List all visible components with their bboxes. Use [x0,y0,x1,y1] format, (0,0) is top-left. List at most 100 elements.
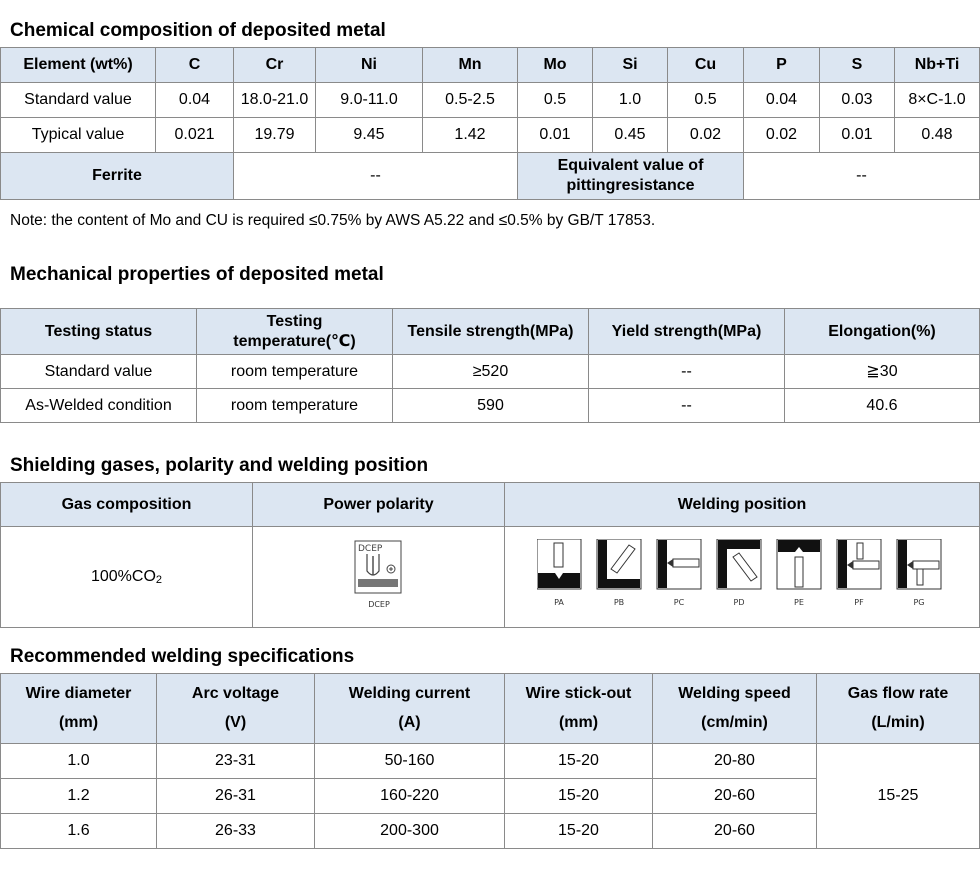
table-cell: 9.0-11.0 [315,82,423,118]
table-row: Standard value 0.04 18.0-21.0 9.0-11.0 0… [0,82,980,118]
spec-header-line: (mm) [58,713,99,731]
table-cell: 1.6 [0,813,157,849]
gas-flow-rate-value: 15-25 [816,743,980,849]
mech-header-line: Testing [266,312,323,330]
table-cell: 200-300 [314,813,505,849]
table-cell: ≧30 [784,354,980,389]
spec-header-cell: Arc voltage(V) [156,673,315,744]
spec-header-line: Welding current [348,684,471,702]
chem-header-cell: Nb+Ti [894,47,980,83]
mech-header-cell: Elongation(%) [784,308,980,355]
position-label: PE [794,598,804,607]
row-label: As-Welded condition [0,388,197,423]
table-cell: 1.0 [0,743,157,779]
position-pd-icon: PD [716,539,762,607]
chem-header-row: Element (wt%) C Cr Ni Mn Mo Si Cu P S Nb… [0,47,980,83]
table-cell: 1.2 [0,778,157,814]
row-label: Standard value [0,82,156,118]
position-pg-icon: PG [896,539,942,607]
mech-header-cell: Tensile strength(MPa) [392,308,589,355]
position-label: PB [614,598,624,607]
spec-header-cell: Wire diameter(mm) [0,673,157,744]
mechanical-properties-title: Mechanical properties of deposited metal [10,264,384,285]
table-cell: room temperature [196,388,393,423]
mech-header-row: Testing status Testing temperature(℃) Te… [0,308,980,355]
table-cell: 0.02 [743,117,820,153]
chem-header-cell: Cr [233,47,316,83]
table-row: 1.6 26-33 200-300 15-20 20-60 [0,813,980,849]
composition-note: Note: the content of Mo and CU is requir… [10,212,656,229]
table-cell: 40.6 [784,388,980,423]
welding-positions-diagram: PA PB PC [537,539,942,607]
chem-header-cell: Si [592,47,668,83]
table-cell: 0.03 [819,82,895,118]
spec-header-line: Welding speed [678,684,791,702]
table-row: 1.2 26-31 160-220 15-20 20-60 [0,778,980,814]
power-polarity-cell: DCEP DCEP [252,526,505,628]
welding-specifications-title: Recommended welding specifications [10,646,355,667]
spec-header-cell: Welding current (A) [314,673,505,744]
pitting-label-line-2: pittingresistance [566,177,695,194]
chem-header-cell: Mn [422,47,518,83]
spec-header-line: Gas flow rate [847,684,949,702]
position-pa-icon: PA [537,539,582,607]
table-cell: 0.5-2.5 [422,82,518,118]
table-cell: 20-80 [652,743,817,779]
table-cell: 0.021 [155,117,234,153]
position-label: PC [674,598,685,607]
table-cell: 50-160 [314,743,505,779]
table-row: Standard value room temperature ≥520 -- … [0,354,980,389]
gas-header-cell: Gas composition [0,482,253,527]
table-cell: 0.45 [592,117,668,153]
chemical-composition-title: Chemical composition of deposited metal [10,20,386,41]
ferrite-value: -- [233,152,518,200]
table-cell: ≥520 [392,354,589,389]
table-cell: 0.5 [517,82,593,118]
shielding-gases-table: Gas composition Power polarity Welding p… [0,482,980,628]
table-cell: 20-60 [652,813,817,849]
dcep-polarity-icon: DCEP DCEP [354,540,401,609]
chemical-composition-table: Element (wt%) C Cr Ni Mn Mo Si Cu P S Nb… [0,47,980,200]
chem-header-cell: S [819,47,895,83]
table-row: As-Welded condition room temperature 590… [0,388,980,423]
table-row: Typical value 0.021 19.79 9.45 1.42 0.01… [0,117,980,153]
table-cell: 8×C-1.0 [894,82,980,118]
gas-header-cell: Power polarity [252,482,505,527]
dcep-label: DCEP [368,600,390,609]
table-cell: -- [588,354,785,389]
spec-header-line: (cm/min) [701,713,768,731]
spec-header-cell: Wire stick-out(mm) [504,673,653,744]
position-pb-icon: PB [596,539,642,607]
gas-composition-value: 100%CO [90,567,156,585]
position-label: PD [734,598,745,607]
chem-header-cell: Mo [517,47,593,83]
table-cell: 0.01 [819,117,895,153]
chem-header-cell: Element (wt%) [0,47,156,83]
table-row: 100%CO2 DCEP DCEP [0,526,980,628]
table-cell: 1.42 [422,117,518,153]
table-cell: 15-20 [504,743,653,779]
table-cell: 0.01 [517,117,593,153]
mech-header-line: temperature(℃) [233,332,356,350]
welding-specifications-table: Wire diameter(mm) Arc voltage(V) Welding… [0,673,980,849]
table-cell: 0.02 [667,117,744,153]
chem-header-cell: Ni [315,47,423,83]
chem-header-cell: C [155,47,234,83]
dcep-icon-text: DCEP [358,544,383,554]
position-label: PA [554,598,564,607]
position-pc-icon: PC [656,539,702,607]
table-cell: 18.0-21.0 [233,82,316,118]
spec-header-line: (A) [398,713,421,731]
pitting-resistance-value: -- [743,152,980,200]
ferrite-label: Ferrite [0,152,234,200]
gas-header-row: Gas composition Power polarity Welding p… [0,482,980,527]
table-cell: 23-31 [156,743,315,779]
chem-header-cell: Cu [667,47,744,83]
position-label: PG [913,598,924,607]
mech-header-cell: Testing temperature(℃) [196,308,393,355]
table-row: Ferrite -- Equivalent value of pittingre… [0,152,980,200]
table-cell: 15-20 [504,813,653,849]
mech-header-cell: Yield strength(MPa) [588,308,785,355]
shielding-gases-title: Shielding gases, polarity and welding po… [10,455,429,476]
position-label: PF [854,598,864,607]
